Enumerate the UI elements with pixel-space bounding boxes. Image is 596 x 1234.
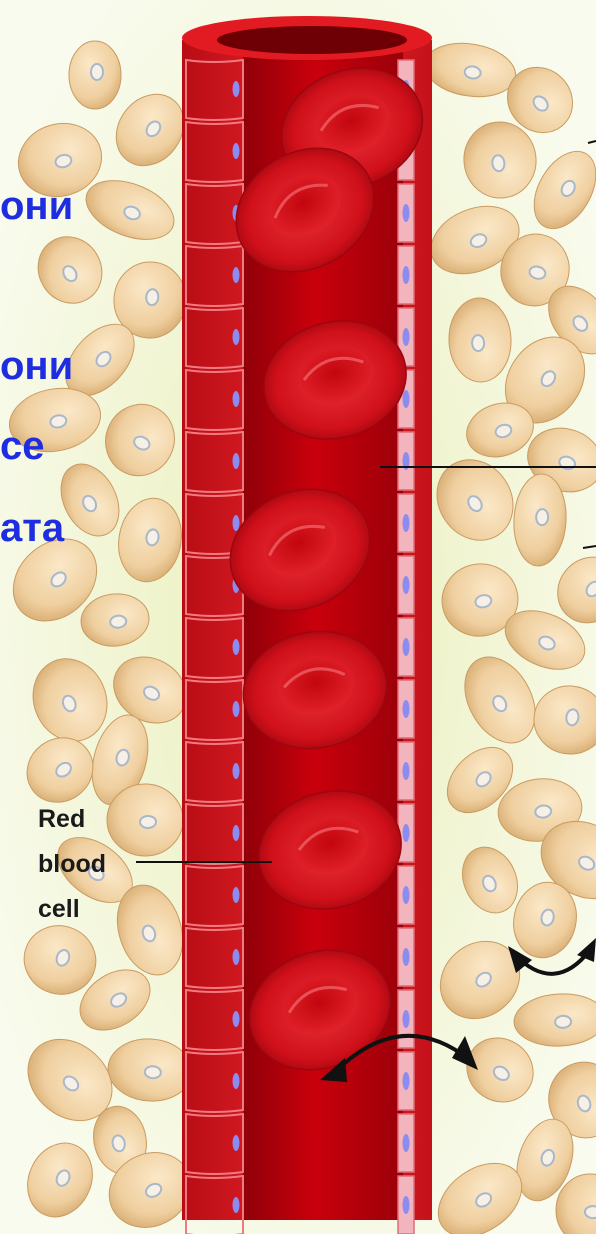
- capillary-opening: [217, 26, 407, 54]
- endothelial-cell: [398, 990, 414, 1048]
- label-line-blood: blood: [38, 850, 106, 879]
- tissue-cell: [106, 783, 183, 856]
- endothelial-cell: [398, 866, 414, 924]
- label-line-cell: cell: [38, 895, 80, 924]
- endothelial-cell: [398, 1176, 414, 1234]
- endothelial-cell: [398, 556, 414, 614]
- endothelial-cell: [398, 184, 414, 242]
- tissue-cell: [69, 41, 121, 109]
- endothelial-cell: [398, 1052, 414, 1110]
- endothelial-cell: [398, 1114, 414, 1172]
- endothelial-cell: [398, 246, 414, 304]
- endothelial-cell: [398, 494, 414, 552]
- endothelial-cell: [398, 928, 414, 986]
- endothelial-cell: [398, 680, 414, 738]
- overlay-text-1: они: [0, 186, 73, 226]
- overlay-text-3: се: [0, 426, 45, 466]
- overlay-text-4: ата: [0, 508, 64, 548]
- endothelial-cell: [398, 432, 414, 490]
- label-line-red: Red: [38, 805, 85, 834]
- endothelial-cell: [398, 618, 414, 676]
- capillary-vessel: [182, 16, 439, 1234]
- overlay-text-2: они: [0, 346, 73, 386]
- endothelial-cell: [398, 742, 414, 800]
